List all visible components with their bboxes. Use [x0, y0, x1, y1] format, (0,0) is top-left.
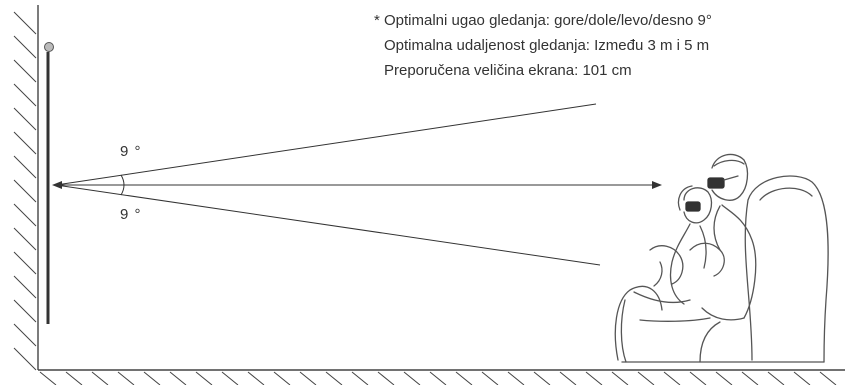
floor-hatching: [38, 369, 845, 385]
tv-screen: [44, 42, 54, 324]
note-screen-size: Preporučena veličina ekrana: 101 cm: [384, 62, 632, 79]
arrow-left-icon: [52, 181, 62, 189]
angle-arc: [120, 174, 125, 196]
wall-hatching: [13, 5, 39, 371]
arrow-right-icon: [652, 181, 662, 189]
upper-angle-label: 9 °: [120, 143, 142, 160]
note-viewing-distance: Optimalna udaljenost gledanja: Između 3 …: [384, 37, 710, 54]
viewing-notes: * Optimalni ugao gledanja: gore/dole/lev…: [374, 8, 712, 83]
lower-angle-label: 9 °: [120, 206, 142, 223]
viewers-illustration: [614, 153, 829, 363]
arrow-heads: [52, 181, 662, 189]
upper-angle-line: [55, 103, 597, 186]
viewing-lines: [55, 103, 655, 266]
note-viewing-angle: * Optimalni ugao gledanja: gore/dole/lev…: [374, 12, 712, 29]
lower-angle-line: [55, 184, 601, 266]
